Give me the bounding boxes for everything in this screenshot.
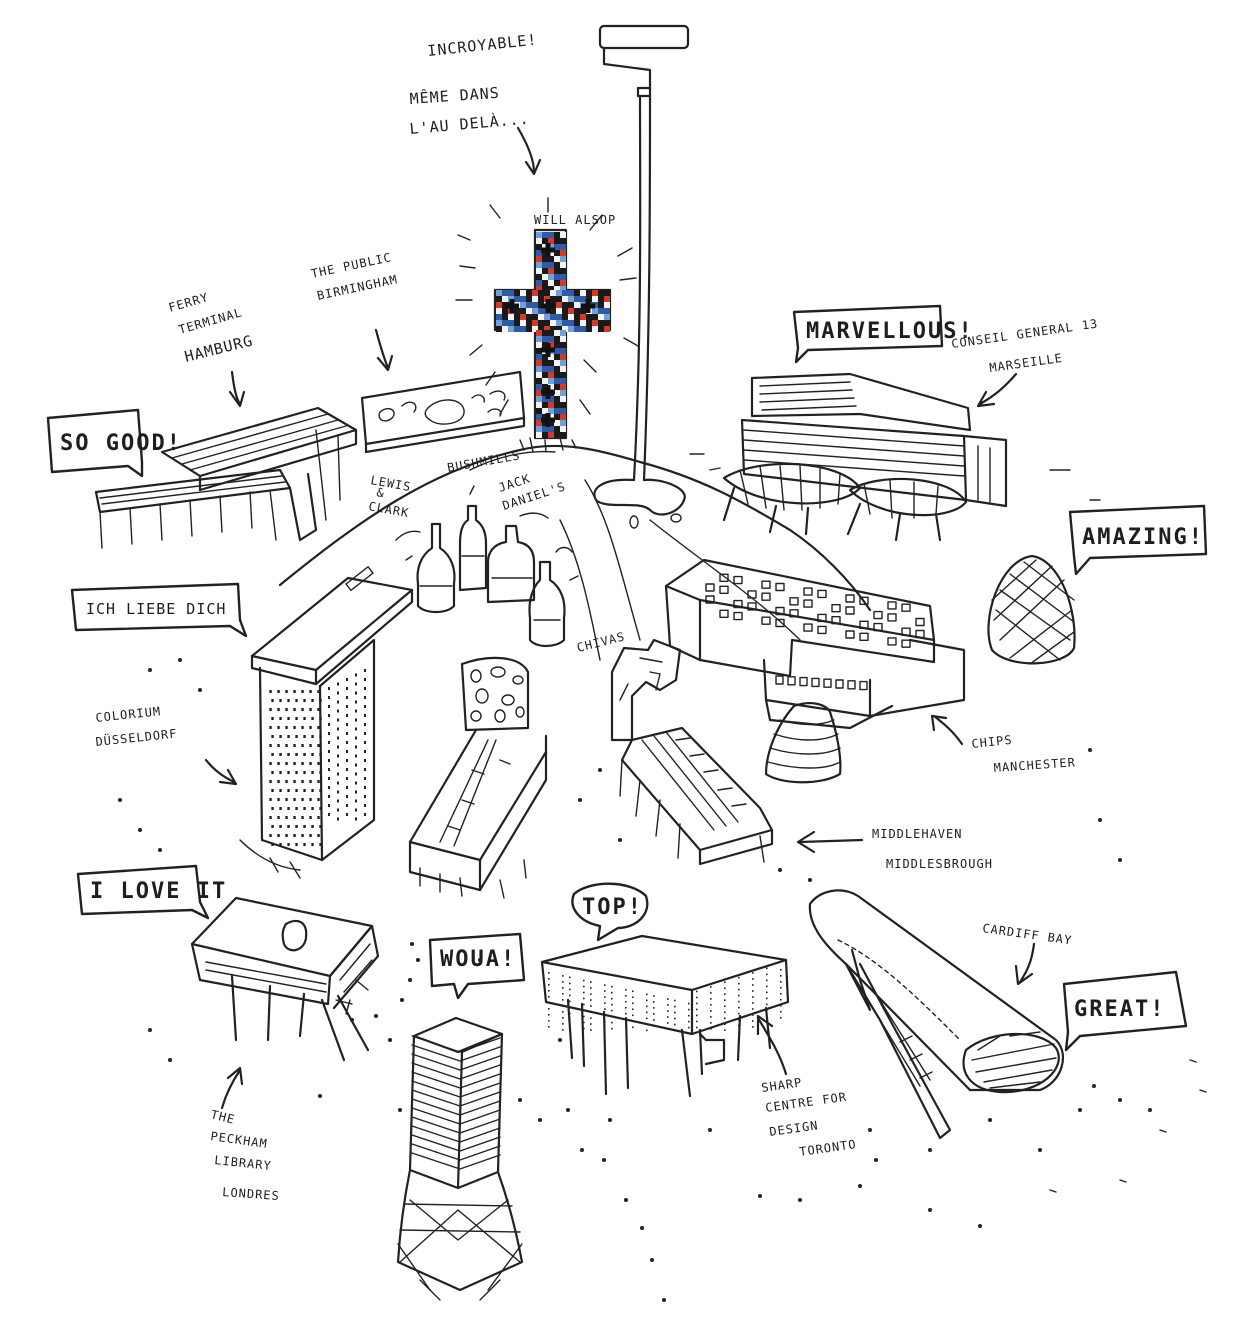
bottle-bushmills [458,504,488,592]
chips-windows [705,573,925,691]
bottle-jack [486,524,536,604]
great-text: GREAT! [1074,997,1165,1022]
cardiff-caption: CARDIFF BAY [982,921,1074,947]
peckham-caption-3: LIBRARY [214,1153,273,1173]
paint-roller [593,24,690,529]
ferry-caption-1: FERRY [167,290,210,315]
ferry-arrow [228,370,246,408]
whisky-bottles: LEWIS & CLARK BUSHMILLS JACK DANIEL'S CH… [367,448,626,655]
au-dela-text: L'AU DELÀ... [409,109,531,138]
stacked-tower [396,1016,524,1301]
woua-text: WOUA! [440,947,516,972]
mosaic-cross: WILL ALSOP [455,197,639,453]
great-bubble: GREAT! [1062,970,1188,1052]
colorium-facade [269,669,366,846]
bottle-chivas [528,560,566,648]
conseil-arrow [976,372,1018,408]
chips-caption-1: CHIPS [971,733,1013,751]
meme-dans-text: MÊME DANS [409,83,500,108]
ich-liebe-dich-text: ICH LIEBE DICH [86,600,226,618]
cross-caption: WILL ALSOP [534,213,616,227]
chips-caption-2: MANCHESTER [993,755,1076,775]
cardiff-bay-building: CARDIFF BAY [808,889,1074,1140]
marvellous-bubble: MARVELLOUS! [792,304,974,364]
i-love-it-text: I LOVE IT [90,879,227,904]
sharp-caption-1: SHARP [760,1075,803,1095]
middlehaven-arrow [796,830,864,854]
woua-bubble: WOUA! [428,932,526,1000]
sharp-caption-3: DESIGN [768,1118,819,1139]
peckham-library-building: THE PECKHAM LIBRARY LONDRES [190,896,380,1203]
sharp-caption-2: CENTRE FOR [764,1090,847,1115]
sharp-facade [548,967,782,1032]
beehive-building: CHIPS MANCHESTER [764,702,1076,784]
chivas-label: CHIVAS [575,629,626,655]
so-good-text: SO GOOD! [60,431,182,456]
egg-tower [987,554,1076,665]
i-love-it-bubble: I LOVE IT [76,864,227,920]
ground-marks [118,658,1207,1302]
incroyable-arrow [516,126,542,176]
incroyable-text: INCROYABLE! [427,31,539,60]
amazing-bubble: AMAZING! [1068,504,1208,576]
peckham-arrow [220,1066,244,1110]
lewis-label-2: & [375,485,386,500]
middlehaven-caption-2: MIDDLESBROUGH [886,857,993,871]
middlehaven-building: MIDDLEHAVEN MIDDLESBROUGH [610,638,993,871]
colorium-caption-1: COLORIUM [95,704,162,725]
bushmills-label: BUSHMILLS [446,448,521,475]
sharp-centre-building: SHARP CENTRE FOR DESIGN TORONTO [540,934,857,1159]
conseil-caption-2: MARSEILLE [988,351,1063,375]
cardiff-arrow [1014,942,1036,986]
marvellous-text: MARVELLOUS! [806,319,974,344]
ferry-caption-3: HAMBURG [183,331,255,365]
colorium-arrow [204,758,238,786]
middlehaven-caption-1: MIDDLEHAVEN [872,827,962,841]
sharp-caption-4: TORONTO [798,1137,857,1159]
peckham-caption-1: THE [209,1107,236,1127]
bottle-lewis [416,522,456,614]
tower-slabs [411,1035,501,1170]
public-arrow [374,328,394,372]
amazing-text: AMAZING! [1082,525,1204,550]
peckham-caption-2: PECKHAM [210,1129,269,1151]
top-text: TOP! [582,895,643,920]
peckham-caption-4: LONDRES [222,1185,280,1203]
dotted-block-building [408,656,548,899]
lewis-label-3: CLARK [367,499,410,520]
cross-mosaic-tiles [496,232,610,438]
incroyable-note: INCROYABLE! MÊME DANS L'AU DELÀ... [409,31,542,176]
sharp-arrow [756,1014,788,1076]
cross-rays [455,197,639,415]
so-good-bubble: SO GOOD! [46,408,182,478]
chips-arrow [930,714,964,746]
top-bubble: TOP! [571,882,649,942]
colorium-caption-2: DÜSSELDORF [95,724,178,749]
ich-liebe-dich-bubble: ICH LIEBE DICH [70,582,248,638]
